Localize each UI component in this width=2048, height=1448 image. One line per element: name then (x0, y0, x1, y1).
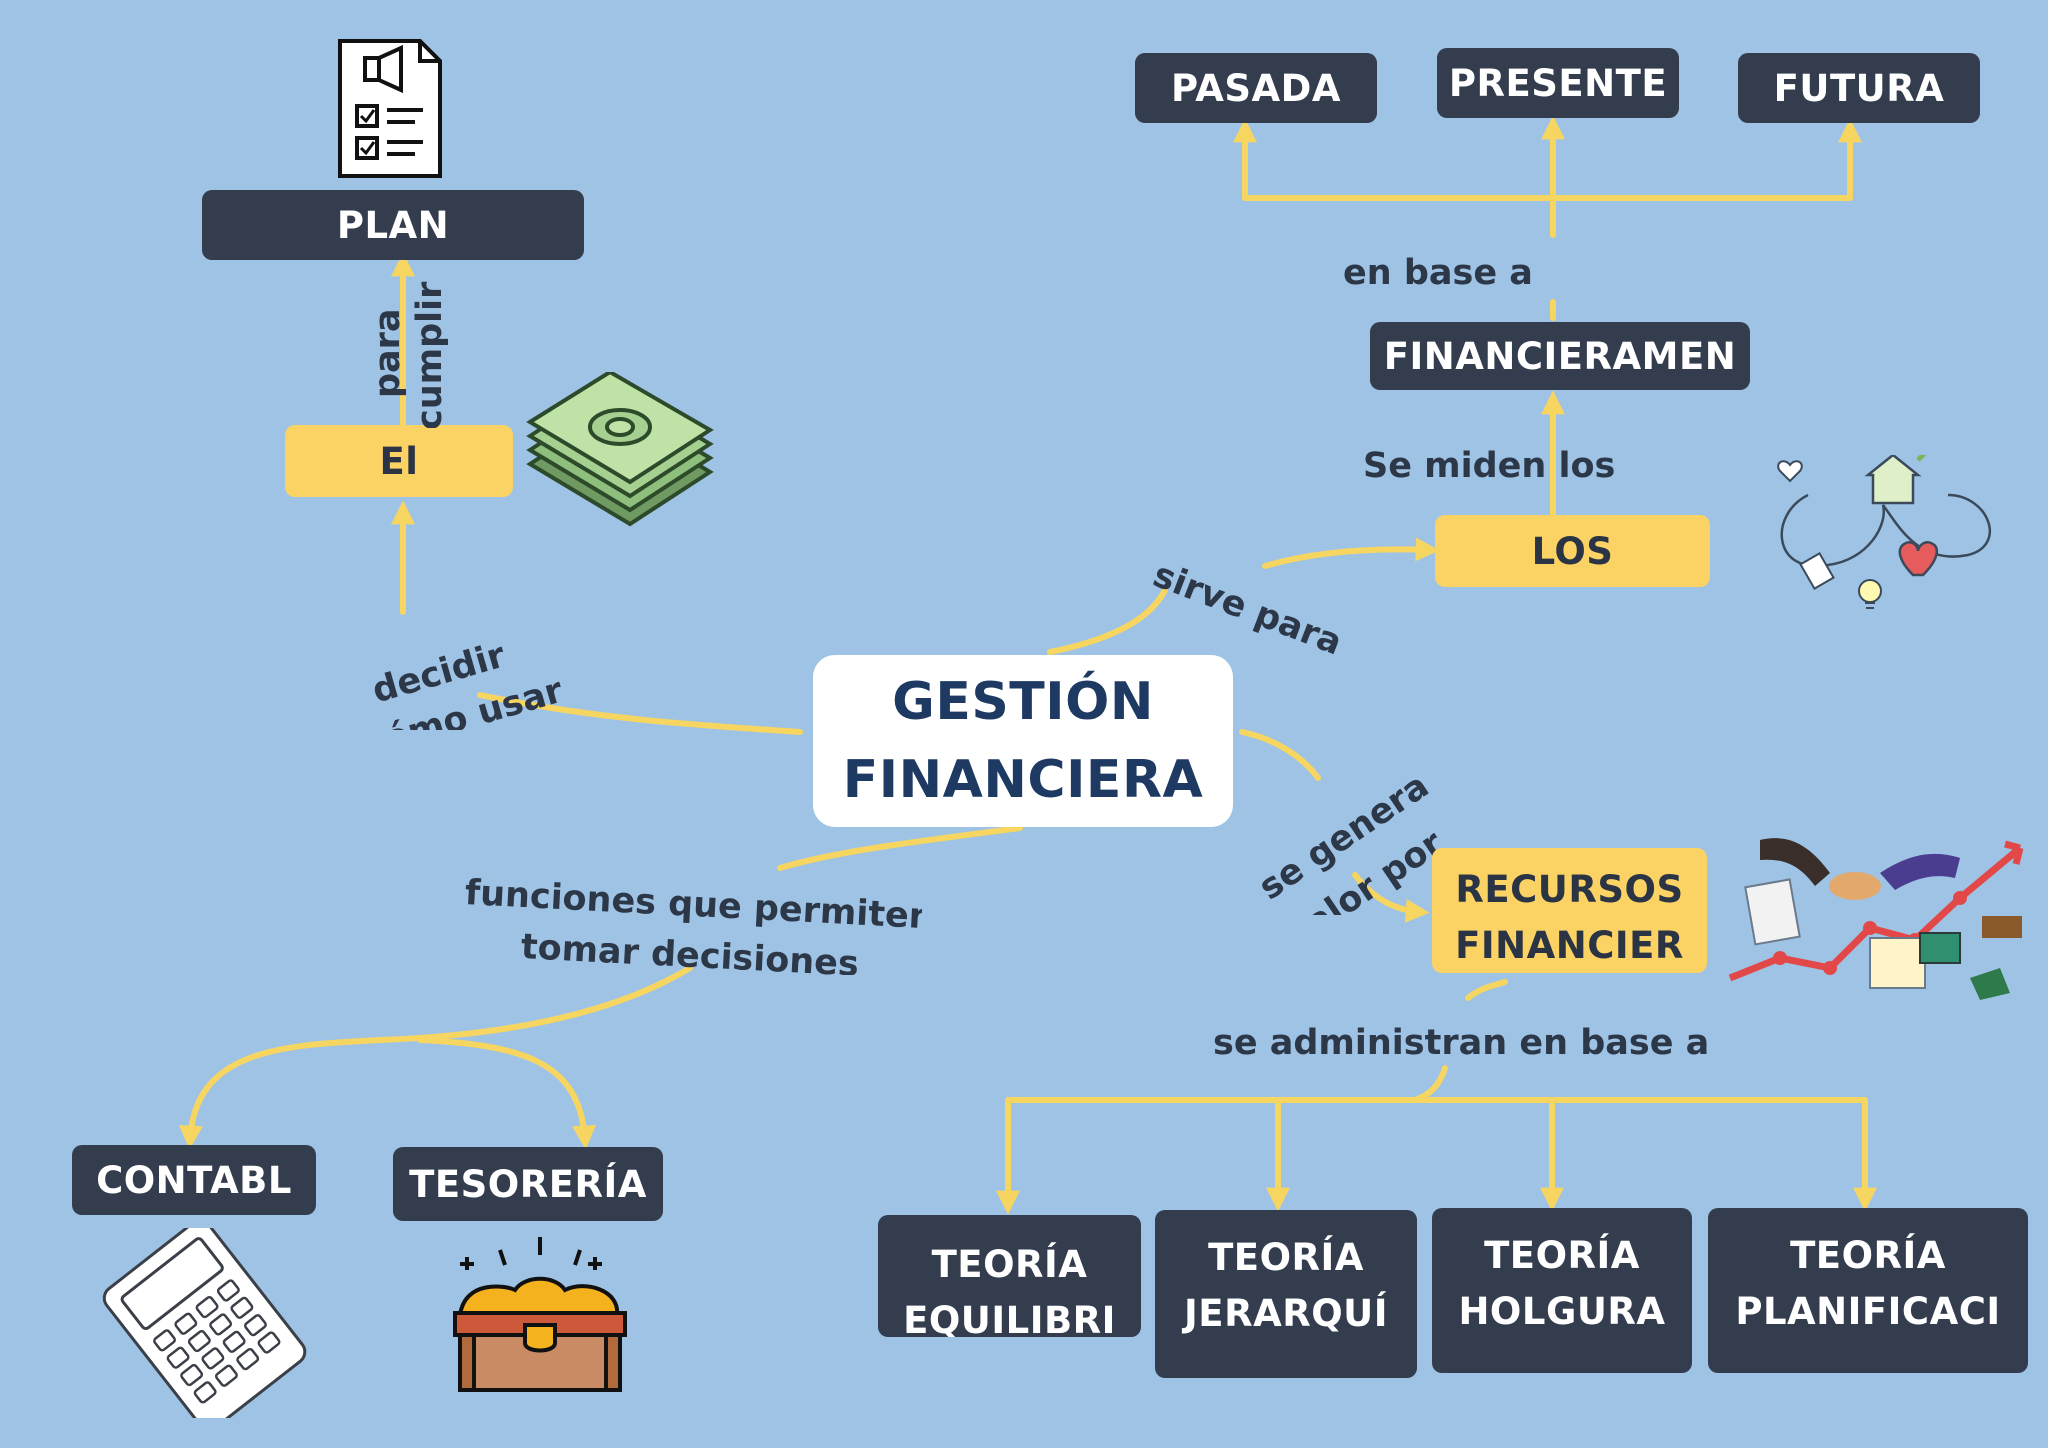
node-presente[interactable]: PRESENTE (1437, 48, 1679, 118)
label-para: para (368, 308, 408, 398)
label-para-cumplir-clip: para cumplir (360, 270, 450, 428)
teoria-1-line1: TEORÍA (931, 1243, 1088, 1286)
node-futura[interactable]: FUTURA (1738, 53, 1980, 123)
node-contabilidad[interactable]: CONTABL (72, 1145, 316, 1215)
connector-center-decidir (477, 692, 803, 735)
node-recursos-line1: RECURSOS (1455, 868, 1684, 911)
plan-checklist-icon (338, 39, 442, 178)
central-node[interactable]: GESTIÓN FINANCIERA (813, 655, 1233, 827)
money-stack-icon (526, 372, 714, 527)
label-en-base-a: en base a (1343, 253, 1533, 293)
teoria-1-line2: EQUILIBRI (903, 1299, 1116, 1337)
goals-doodle-icon (1777, 455, 1991, 609)
node-futura-label: FUTURA (1773, 66, 1945, 110)
label-tomar-decisiones: tomar decisiones (519, 927, 860, 975)
connector-recursos-down (1465, 979, 1508, 1001)
connector-center-sirve (1047, 587, 1168, 655)
node-plan-label: PLAN (336, 203, 450, 247)
connector-sirve-los (1262, 537, 1440, 569)
connector-admin-down (1412, 1065, 1448, 1103)
node-teoria-holgura[interactable]: TEORÍA HOLGURA (1432, 1208, 1692, 1373)
node-teoria-jerarquia[interactable]: TEORÍA JERARQUÍ (1155, 1210, 1417, 1378)
connector-curve-right (417, 1037, 597, 1150)
central-title-line2: FINANCIERA (842, 750, 1204, 810)
teoria-3-line1: TEORÍA (1484, 1234, 1640, 1277)
node-financieramen[interactable]: FINANCIERAMEN (1370, 322, 1750, 390)
label-se-genera-clip: se genera valor por (1230, 745, 1450, 915)
treasure-chest-icon (453, 1237, 627, 1392)
node-presente-label: PRESENTE (1448, 61, 1668, 105)
teoria-4-line1: TEORÍA (1790, 1234, 1946, 1277)
connector-segenera-recursos (1352, 872, 1430, 923)
node-el-label: El (379, 439, 419, 483)
connector-center-segenera (1239, 729, 1321, 781)
label-cumplir: cumplir (410, 281, 450, 428)
node-plan[interactable]: PLAN (202, 190, 584, 260)
node-tesoreria[interactable]: TESORERÍA (393, 1147, 663, 1221)
node-contabl-label: CONTABL (96, 1158, 292, 1202)
node-los-label: LOS (1531, 529, 1614, 573)
node-los[interactable]: LOS (1435, 515, 1710, 587)
node-pasada-label: PASADA (1171, 66, 1341, 110)
node-el[interactable]: El (285, 425, 513, 497)
label-se-administran: se administran en base a (1213, 1023, 1710, 1063)
teoria-2-line2: JERARQUÍ (1184, 1292, 1388, 1335)
node-financieramen-label: FINANCIERAMEN (1383, 334, 1737, 378)
calculator-icon (102, 1228, 307, 1418)
label-decidir-clip: decidir cómo usar (350, 595, 570, 730)
teoria-4-line2: PLANIFICACI (1735, 1290, 2001, 1333)
node-tesoreria-label: TESORERÍA (409, 1162, 647, 1206)
connector-curve-left (178, 1037, 383, 1150)
node-recursos-line2: FINANCIER (1455, 924, 1684, 967)
teoria-3-line2: HOLGURA (1458, 1290, 1666, 1333)
central-title-line1: GESTIÓN (892, 672, 1154, 732)
connector-funciones-down (377, 965, 693, 1043)
teoria-2-line1: TEORÍA (1208, 1236, 1364, 1279)
business-growth-icon (1728, 838, 2024, 1000)
node-teoria-planificacion[interactable]: TEORÍA PLANIFICACI (1708, 1208, 2028, 1373)
label-funciones-clip: funciones que permiten tomar decisiones (462, 865, 922, 975)
connector-center-funciones (777, 825, 1023, 871)
node-teoria-equilibrio[interactable]: TEORÍA EQUILIBRI (878, 1215, 1141, 1337)
node-pasada[interactable]: PASADA (1135, 53, 1377, 123)
node-recursos-financieros[interactable]: RECURSOS FINANCIER (1432, 848, 1707, 973)
label-se-miden-los: Se miden los (1363, 446, 1616, 486)
